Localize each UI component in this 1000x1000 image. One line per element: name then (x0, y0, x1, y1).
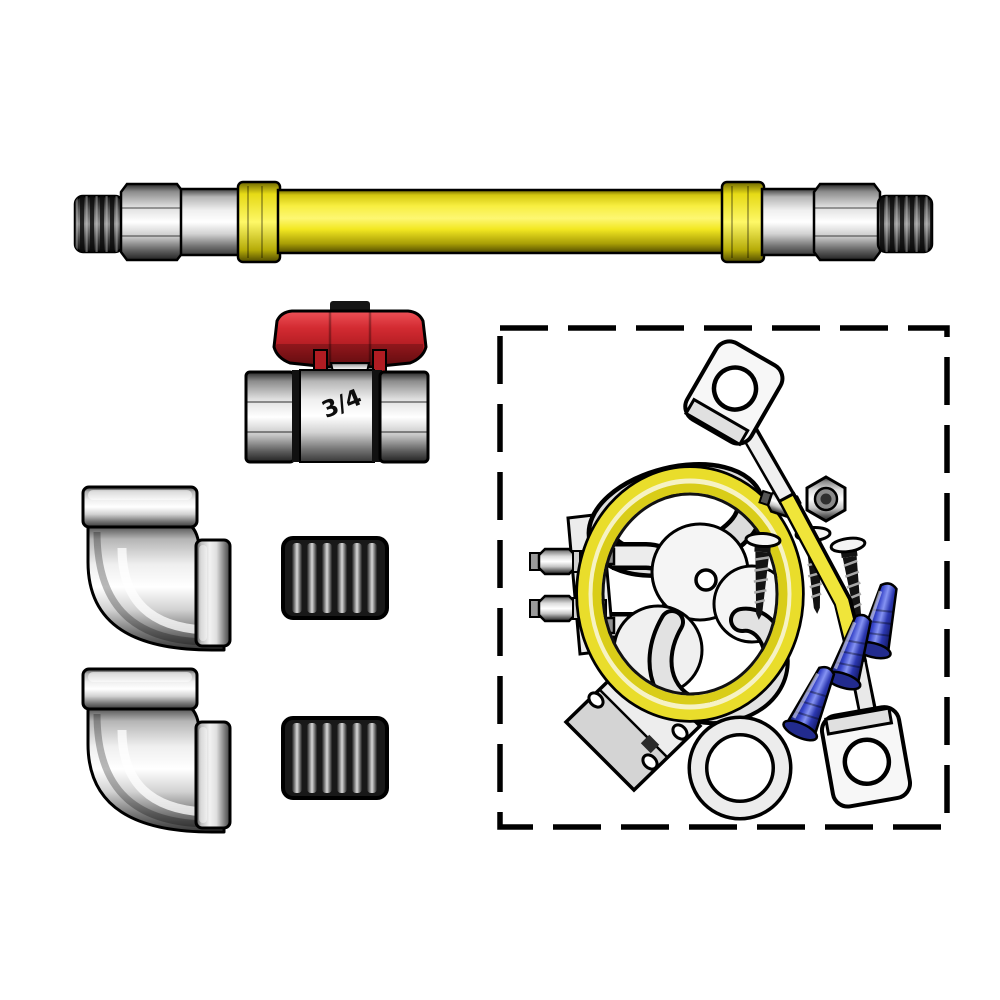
valve-seam-left (292, 370, 302, 462)
hose-collar-right (760, 187, 818, 257)
hose-male-thread-left (73, 194, 125, 254)
hose-yellow-band-left (236, 180, 282, 264)
valve-handle (272, 309, 428, 369)
kit-eyelet-top (683, 339, 785, 447)
installation-kit (497, 325, 950, 830)
kit-hex-nut (805, 475, 847, 523)
valve-hex-end-left (244, 370, 296, 464)
elbow-highlight (117, 547, 205, 635)
hose-yellow-band-right (720, 180, 766, 264)
hose-collar-left (179, 187, 242, 257)
bracket-hole (587, 691, 605, 709)
valve-hex-end-right (378, 370, 430, 464)
hose-body (276, 188, 726, 255)
kit-cable-coil (575, 465, 805, 723)
pipe-nipple-1 (281, 536, 389, 620)
hose-hex-nut-right (812, 182, 882, 262)
nipple-rib (307, 543, 317, 613)
rim-lip (88, 490, 192, 500)
kit-screw-3 (829, 536, 867, 625)
bracket-slot (640, 734, 660, 754)
bracket-hole (671, 723, 689, 741)
kit-anchor-3 (782, 665, 836, 742)
ball-valve: 3/4 (244, 301, 430, 464)
nipple-rib (322, 543, 332, 613)
kit-ring (687, 715, 793, 821)
pipe-nipple-2 (281, 716, 389, 800)
hose-hex-nut-left (119, 182, 185, 262)
kit-screw-1 (744, 531, 782, 620)
elbow-rim-right (194, 538, 232, 648)
nipple-rib (352, 543, 362, 613)
kit-eyelet-bottom (819, 705, 913, 809)
nipple-rib (292, 543, 302, 613)
elbow-fitting-2 (83, 669, 230, 832)
valve-seam-right (372, 370, 382, 462)
hose-male-thread-right (876, 194, 934, 254)
nipple-rib (367, 543, 377, 613)
kit-disc-hole (694, 568, 718, 592)
nipple-rib (337, 543, 347, 613)
kit-anchor-2 (824, 613, 873, 691)
bracket-hole (641, 753, 659, 771)
rim-lip (199, 545, 207, 641)
elbow-shade (93, 531, 211, 646)
gas-hose (73, 180, 934, 264)
